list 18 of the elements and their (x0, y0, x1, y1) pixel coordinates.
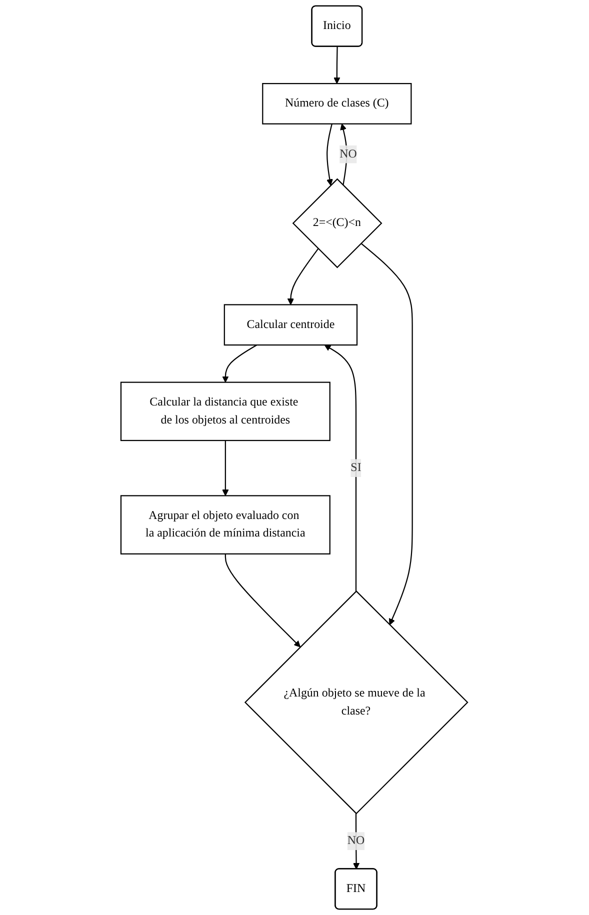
arrow (324, 344, 357, 592)
edge-label: NO (340, 148, 358, 160)
arrow (360, 242, 414, 626)
node-diamond: 2=<(C)<n (292, 178, 382, 268)
node-box: Agrupar el objeto evaluado con la aplicación de mínima distancia (120, 495, 331, 554)
node-diamond: ¿Algún objeto se mueve de la clase? (244, 590, 469, 814)
edge-label: NO (348, 834, 365, 848)
arrow (225, 554, 301, 648)
node-box: Calcular centroide (224, 304, 358, 346)
arrow (222, 440, 229, 496)
arrow (353, 814, 360, 870)
node-box: Número de clases (C) (262, 83, 412, 124)
arrow (288, 248, 319, 305)
edge-label: SI (350, 461, 362, 474)
node-box: Calcular la distancia que existe de los objetos al centroides (120, 382, 331, 442)
arrow (326, 124, 334, 186)
arrow (222, 344, 258, 383)
arrow (334, 46, 340, 84)
